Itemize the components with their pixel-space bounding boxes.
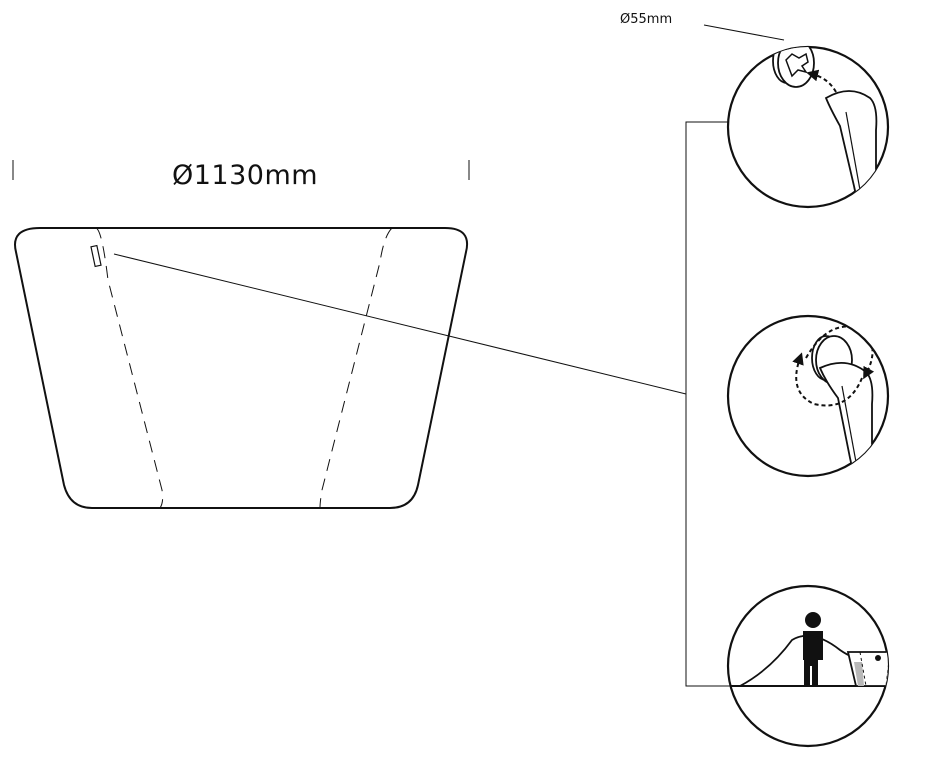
drain-plug-icon	[90, 244, 102, 268]
cross-slot-icon	[785, 52, 809, 78]
seam-dashed-left	[95, 227, 164, 509]
main-dimension-label: Ø1130mm	[172, 160, 319, 191]
insert-arrow	[806, 69, 837, 93]
seam-dashed-right	[319, 227, 393, 509]
detail-circle-1	[726, 45, 890, 209]
detail-dimension-label: Ø55mm	[620, 12, 673, 27]
tub-icon	[846, 651, 888, 687]
detail-circle-2	[726, 314, 890, 478]
detail-bracket	[685, 121, 740, 687]
detail-circle-3	[726, 584, 890, 748]
person-icon	[803, 612, 823, 686]
tub-outline	[14, 227, 468, 509]
leader-line	[113, 253, 687, 395]
small-label-leader	[703, 24, 785, 41]
